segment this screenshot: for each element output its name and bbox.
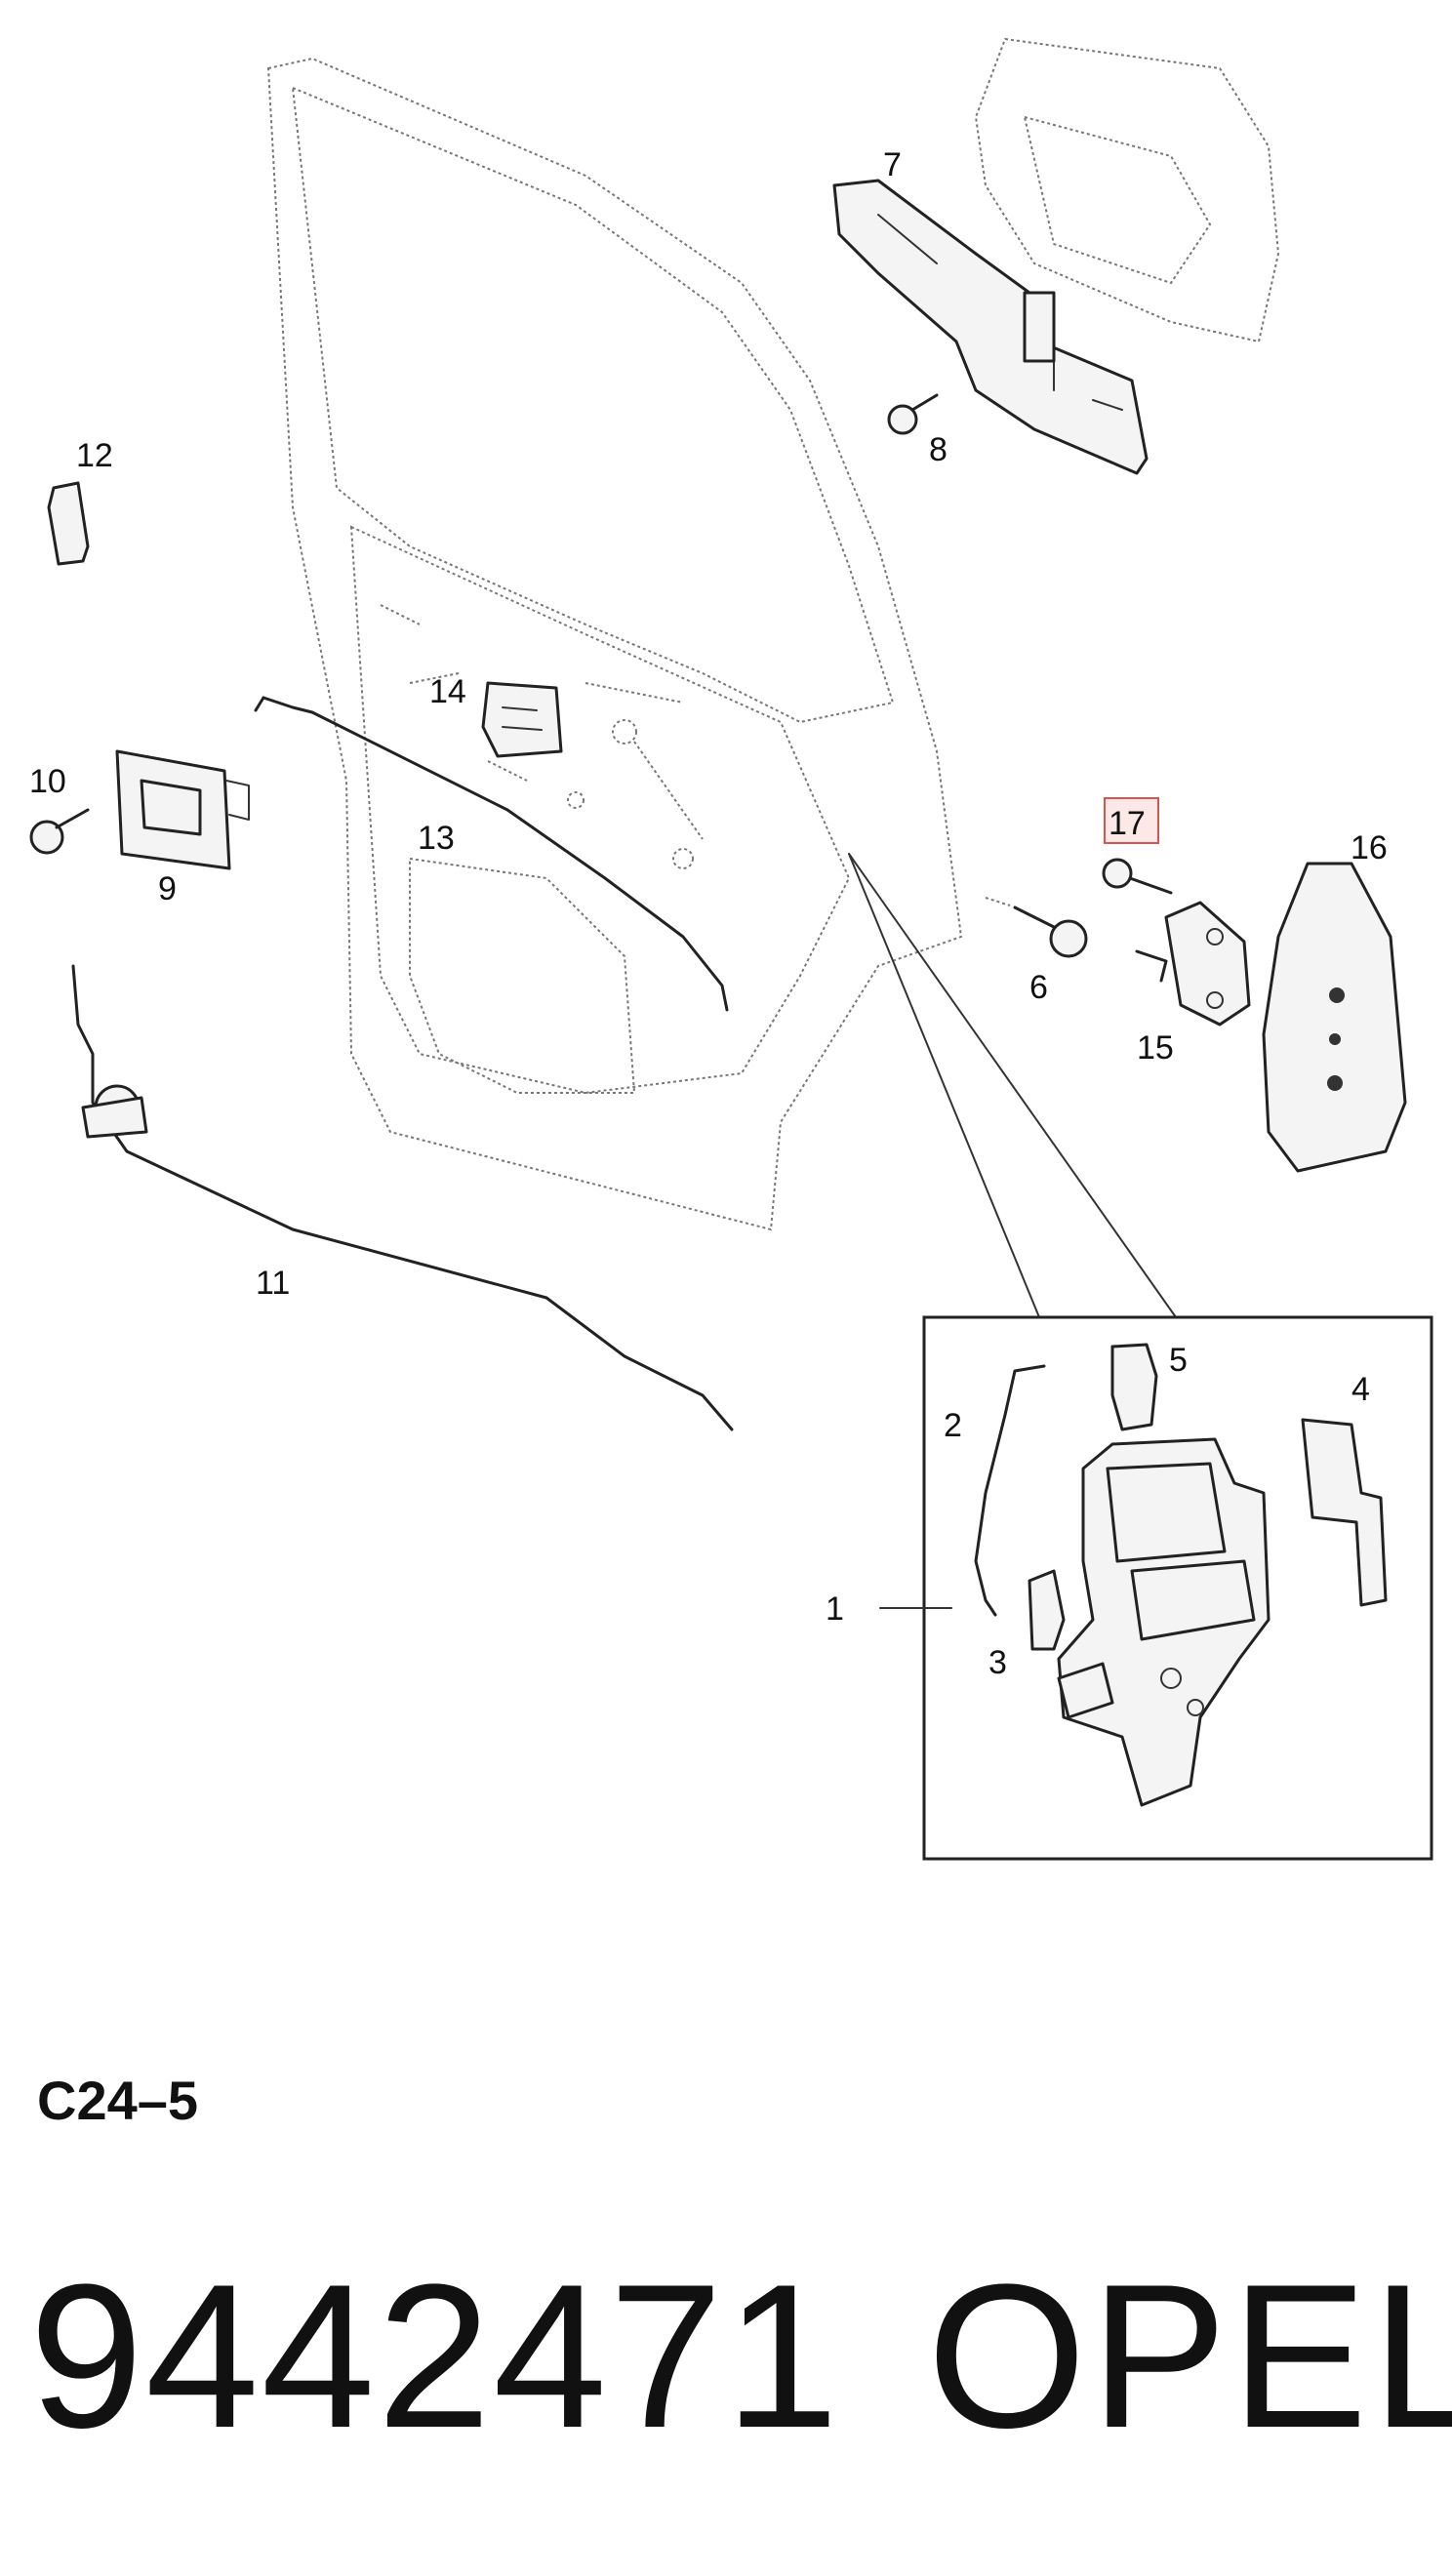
part-bracket-4 [1301,1418,1388,1607]
callout-2: 2 [944,1407,962,1444]
part-clip-14 [481,681,563,758]
callout-3: 3 [988,1644,1007,1681]
callout-1: 1 [826,1590,844,1628]
callout-16: 16 [1351,829,1388,866]
callout-7: 7 [883,146,902,183]
callout-4: 4 [1351,1371,1370,1408]
callout-17-highlight [1104,797,1159,844]
part-bolt-6 [985,897,1088,958]
part-bolt-8 [887,393,939,435]
callout-5: 5 [1169,1342,1188,1379]
callout-8: 8 [929,431,948,468]
callout-12: 12 [76,437,113,474]
part-screw-17 [1102,858,1173,895]
part-cap-12 [47,481,90,566]
part-rod-11 [71,964,734,1431]
callout-15: 15 [1137,1029,1174,1067]
callout-13: 13 [418,820,455,857]
part-handle-bezel-9 [115,749,250,870]
callout-10: 10 [29,763,66,800]
callout-9: 9 [158,870,177,907]
callout-17: 17 [1109,805,1146,842]
part-clip-3 [1028,1569,1066,1651]
part-rod-2 [974,1364,1046,1617]
part-outside-handle [974,37,1280,343]
part-screw-10 [29,808,90,855]
part-handle-bracket [832,179,1149,475]
part-cover-16 [1262,862,1407,1173]
section-code: C24–5 [37,2070,199,2131]
inset-leader-lines [848,853,1177,1318]
part-number: 9442471 [29,2241,841,2471]
lock-assembly-inset [879,1315,1433,1861]
part-lock-1 [1057,1437,1270,1807]
callout-14: 14 [429,673,466,710]
part-striker-15 [1135,901,1251,1026]
callout-6: 6 [1029,969,1048,1006]
part-cap-5 [1110,1343,1158,1431]
callout-11: 11 [256,1265,290,1302]
door-panel [266,57,963,1231]
part-rod-13 [254,696,729,1012]
callout-labels: 7 8 12 14 10 13 9 17 16 6 15 11 5 4 2 1 … [29,146,1388,1681]
brand-name: OPEL [927,2241,1452,2471]
